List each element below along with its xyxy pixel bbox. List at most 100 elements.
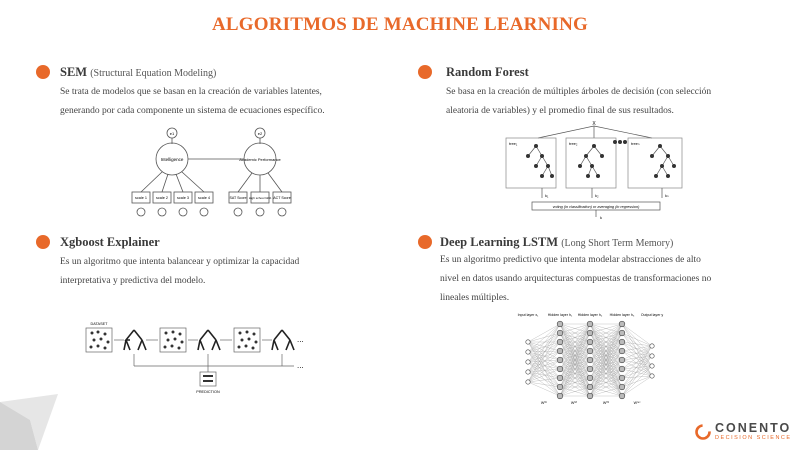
lstm-edge [621, 375, 653, 397]
lstm-edge [527, 341, 561, 352]
lstm-node [618, 356, 626, 364]
lstm-edge [621, 355, 653, 370]
lstm-edge [621, 345, 653, 379]
lstm-edge [621, 345, 653, 352]
lstm-edge [559, 323, 591, 352]
random-forest-diagram: X tree₁ tree₂ treeₙ k₁ k₂ kₙ voting (in … [505, 121, 683, 220]
page-title: ALGORITMOS DE MACHINE LEARNING [211, 14, 588, 35]
lstm-edge [559, 323, 591, 388]
logo-name: CONENTO [715, 421, 792, 435]
lstm-edge [527, 341, 561, 373]
lstm-node [556, 392, 564, 400]
rf-tree-label: tree₂ [569, 141, 578, 146]
rf-x-label: X [592, 121, 596, 127]
lstm-node [586, 347, 594, 355]
section-title-lstm: Deep Learning LSTM (Long Short Term Memo… [440, 235, 673, 250]
sem-indicator-label: High school GPA [249, 196, 272, 200]
lstm-node [618, 383, 626, 391]
lstm-node [525, 339, 531, 345]
decorative-arrow-shape [0, 394, 58, 450]
lstm-edge [559, 323, 591, 379]
lstm-edge [621, 345, 653, 370]
lstm-edge [527, 332, 561, 373]
lstm-node [556, 383, 564, 391]
lstm-edge [527, 361, 561, 370]
lstm-edge [589, 323, 623, 343]
lstm-edge [527, 341, 561, 353]
lstm-node [586, 392, 594, 400]
lstm-edge [621, 341, 653, 377]
lstm-edge [527, 351, 561, 397]
lstm-edge [559, 323, 591, 397]
lstm-node [556, 329, 564, 337]
bullet-lstm [418, 235, 432, 249]
sem-indicator-label: scale 1 [135, 196, 147, 200]
lstm-node [586, 356, 594, 364]
logo-ring-icon [695, 424, 711, 440]
lstm-node [556, 356, 564, 364]
sem-e2-label: e2 [258, 131, 263, 136]
lstm-node [556, 338, 564, 346]
lstm-edge [621, 323, 653, 377]
lstm-node [618, 329, 626, 337]
lstm-node [525, 369, 531, 375]
lstm-edge [589, 323, 623, 352]
lstm-edge [527, 371, 561, 379]
rf-tree-label: treeₙ [631, 141, 640, 146]
lstm-edge [621, 359, 653, 367]
rf-body-line: aleatoria de variables) y el promedio fi… [446, 106, 674, 116]
rf-leaf-label: kₙ [665, 193, 669, 198]
lstm-edge [559, 323, 591, 370]
lstm-layer-label: Hidden layer h₂ [578, 313, 603, 317]
lstm-edge [621, 355, 653, 361]
lstm-edge [527, 341, 561, 370]
xgb-ellipsis: ... [297, 361, 304, 370]
lstm-edge [527, 332, 561, 383]
lstm-layer-label: Input layer x₁ [518, 313, 540, 317]
rf-result-label: k [600, 215, 602, 220]
lstm-node [556, 365, 564, 373]
section-body-sem: Se trata de modelos que se basan en la c… [60, 83, 390, 121]
lstm-edge [589, 323, 623, 334]
lstm-edge [589, 323, 623, 361]
lstm-edge [589, 350, 623, 397]
lstm-weight-label: W⁽⁴⁾ [634, 401, 641, 405]
lstm-node [525, 349, 531, 355]
lstm-edge [621, 341, 653, 367]
sem-diagram: e1 e2 Intelligence Academic Performance … [131, 127, 292, 217]
lstm-node [649, 373, 655, 379]
lstm-edge [621, 332, 653, 347]
sem-indicator-label: scale 3 [177, 196, 189, 200]
lstm-edge [621, 332, 653, 367]
section-body-rf: Se basa en la creación de múltiples árbo… [446, 83, 776, 121]
sem-title: SEM [60, 65, 88, 79]
lstm-edge [589, 341, 623, 397]
lstm-edge [527, 323, 561, 343]
lstm-edge [527, 381, 561, 397]
bullet-sem [36, 65, 50, 79]
lstm-edge [621, 365, 653, 379]
lstm-edge [589, 332, 623, 397]
sem-latent-left: Intelligence [161, 157, 184, 162]
lstm-edge [559, 332, 591, 397]
section-title-xgb: Xgboost Explainer [60, 235, 160, 250]
sem-indicator-label: scale 2 [156, 196, 168, 200]
lstm-edge [621, 332, 653, 377]
lstm-edge [559, 323, 591, 343]
lstm-edge [559, 386, 591, 397]
sem-body-line: Se trata de modelos que se basan en la c… [60, 87, 322, 97]
lstm-edge [527, 361, 561, 388]
lstm-edge [621, 350, 653, 367]
lstm-edge [527, 323, 561, 383]
xgb-ellipsis: ... [297, 335, 304, 344]
section-title-sem: SEM (Structural Equation Modeling) [60, 65, 216, 80]
lstm-node [586, 320, 594, 328]
xgb-body-line: interpretativa y predictiva del modelo. [60, 276, 206, 286]
lstm-edge [621, 345, 653, 361]
lstm-edge [589, 323, 623, 370]
lstm-node [618, 392, 626, 400]
lstm-edge [527, 368, 561, 373]
section-title-rf: Random Forest [446, 65, 529, 80]
lstm-node [525, 359, 531, 365]
lstm-edge [527, 350, 561, 383]
